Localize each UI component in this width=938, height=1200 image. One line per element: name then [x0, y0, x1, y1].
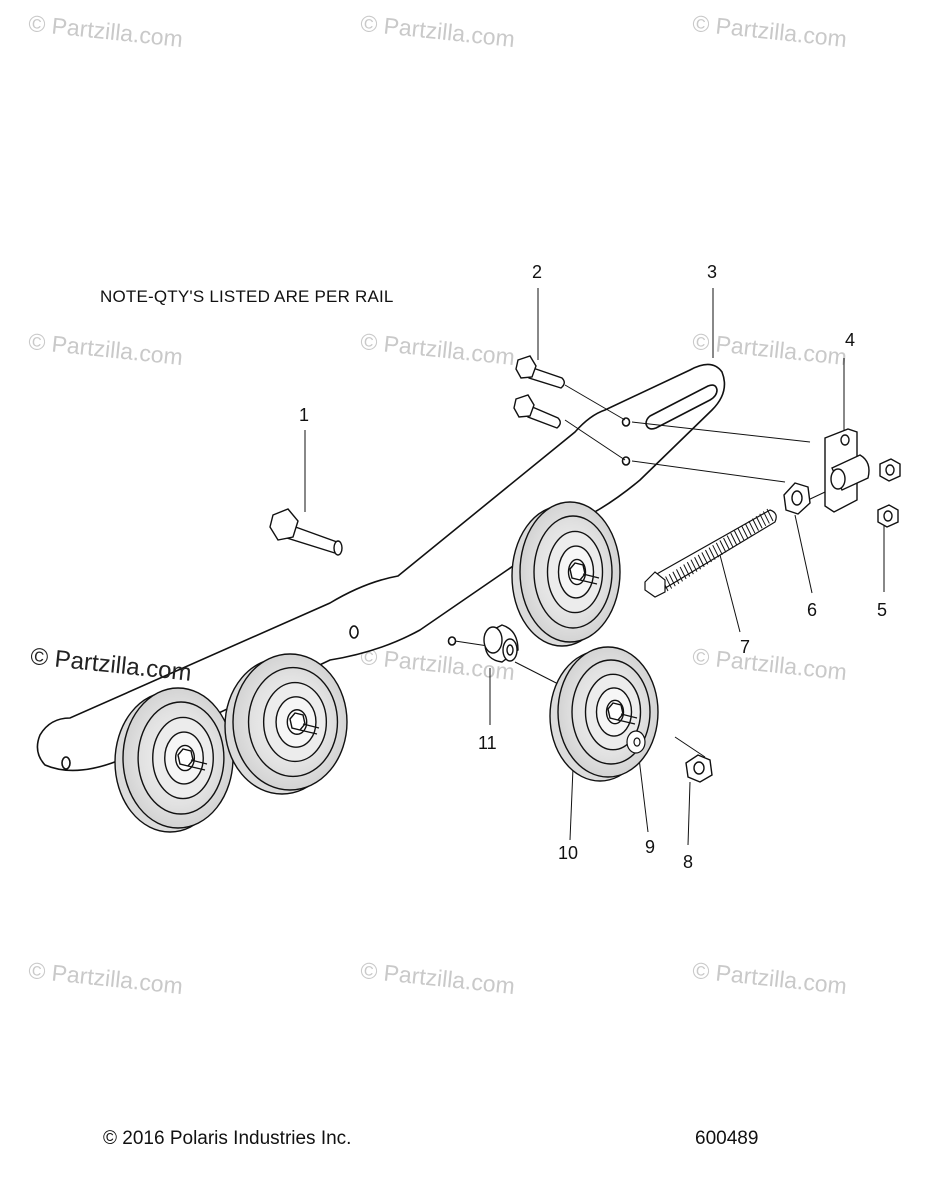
note-text: NOTE-QTY'S LISTED ARE PER RAIL [100, 287, 394, 306]
callout-7: 7 [740, 637, 751, 657]
diagram-number: 600489 [695, 1128, 759, 1149]
nut-6 [783, 482, 811, 515]
callout-3: 3 [707, 262, 718, 282]
callout-2: 2 [532, 262, 543, 282]
callout-5: 5 [877, 600, 888, 620]
copyright-text: © 2016 Polaris Industries Inc. [103, 1128, 352, 1149]
callout-8: 8 [683, 852, 694, 872]
nut-8 [685, 754, 713, 783]
bolt-1 [269, 508, 343, 556]
callout-10: 10 [558, 843, 579, 863]
idler-wheel-10 [549, 646, 659, 782]
bracket-4 [824, 428, 870, 513]
callout-9: 9 [645, 837, 656, 857]
spacer-11 [483, 624, 519, 663]
callout-6: 6 [807, 600, 818, 620]
rail-bracket [36, 363, 726, 772]
callout-1: 1 [299, 405, 310, 425]
washer-9 [626, 730, 646, 754]
callout-4: 4 [845, 330, 856, 350]
idler-wheels [114, 501, 659, 833]
idler-wheel [224, 653, 348, 795]
bolt-2 [513, 355, 565, 429]
nut-5 [877, 458, 901, 528]
callout-11: 11 [478, 733, 497, 753]
idler-wheel [511, 501, 621, 647]
threaded-rod-7 [644, 508, 777, 598]
idler-wheel [114, 687, 234, 833]
